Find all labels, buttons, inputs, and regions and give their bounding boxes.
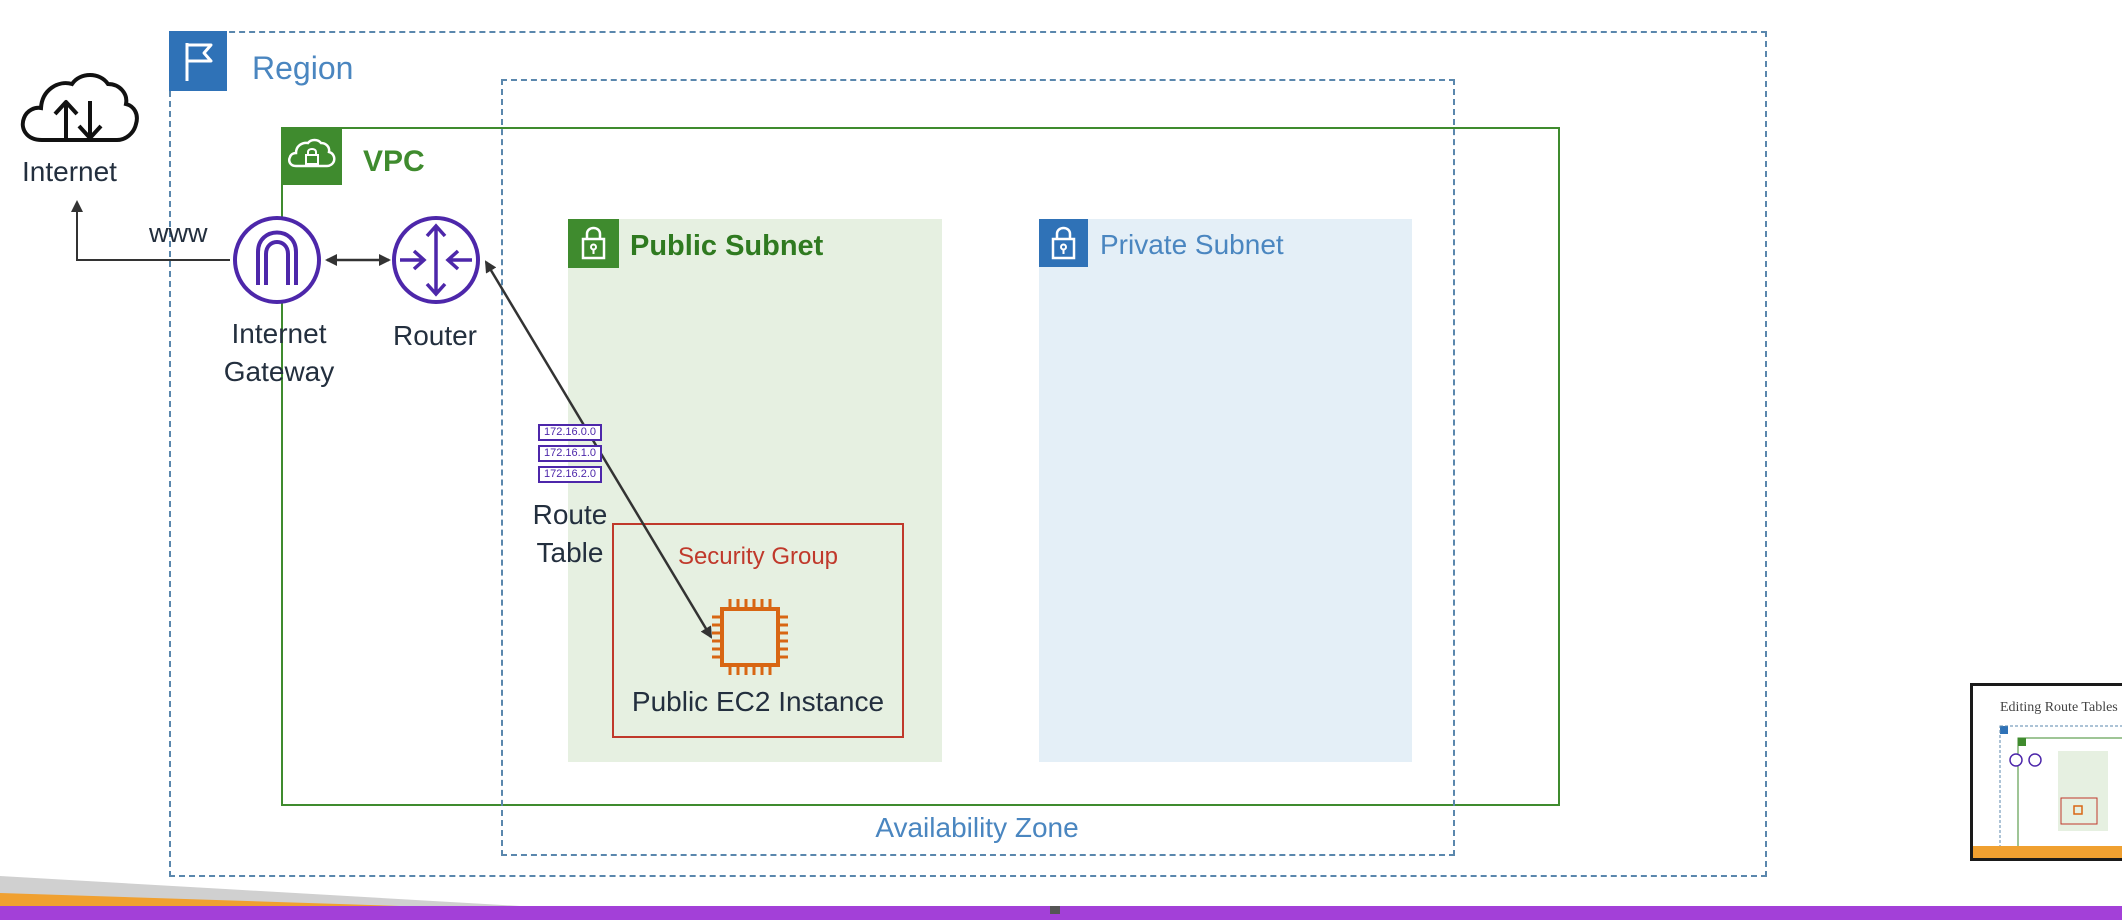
thumbnail-title: Editing Route Tables xyxy=(2000,700,2118,715)
public-subnet-lock-icon xyxy=(568,219,619,268)
decorative-wedge-orange xyxy=(0,893,400,906)
route-table-icon: 172.16.0.0 172.16.1.0 172.16.2.0 xyxy=(538,424,602,487)
www-connector xyxy=(71,200,230,261)
router-icon xyxy=(392,216,480,304)
private-subnet-lock-icon xyxy=(1039,219,1088,267)
bottom-bar-marker xyxy=(1050,906,1060,914)
ec2-instance-icon xyxy=(712,599,788,675)
internet-cloud-icon xyxy=(20,73,139,142)
flag-icon xyxy=(185,43,213,81)
thumbnail-diagram xyxy=(1973,725,2122,858)
route-table-entry: 172.16.2.0 xyxy=(538,466,602,483)
route-table-entry: 172.16.0.0 xyxy=(538,424,602,441)
bottom-progress-bar xyxy=(0,906,2122,920)
region-container xyxy=(169,31,1767,877)
region-flag-icon xyxy=(169,31,227,91)
vpc-label: VPC xyxy=(363,145,425,178)
ec2-instance-label: Public EC2 Instance xyxy=(631,686,885,717)
cloud-lock-icon xyxy=(288,138,336,168)
route-table-entry: 172.16.1.0 xyxy=(538,445,602,462)
slide-thumbnail[interactable]: Editing Route Tables xyxy=(1970,683,2122,861)
private-subnet-container xyxy=(1039,219,1412,762)
internet-gateway-label-line2: Gateway xyxy=(223,356,335,387)
lock-icon xyxy=(581,226,606,260)
router-label: Router xyxy=(392,320,478,351)
internet-gateway-icon xyxy=(233,216,321,304)
route-table-label: Route Table xyxy=(520,496,620,572)
region-label: Region xyxy=(252,50,354,86)
internet-label: Internet xyxy=(22,156,117,187)
public-subnet-label: Public Subnet xyxy=(630,230,824,262)
lock-icon xyxy=(1051,226,1076,260)
www-label: www xyxy=(149,218,208,248)
internet-gateway-label: Internet Gateway xyxy=(200,315,358,391)
availability-zone-label: Availability Zone xyxy=(875,812,1079,843)
route-table-label-line1: Route xyxy=(532,499,608,530)
vpc-cloud-lock-icon xyxy=(281,127,342,185)
vpc-container xyxy=(281,127,1560,806)
route-table-label-line2: Table xyxy=(536,537,604,568)
private-subnet-label: Private Subnet xyxy=(1100,229,1284,260)
internet-gateway-label-line1: Internet xyxy=(231,318,327,349)
